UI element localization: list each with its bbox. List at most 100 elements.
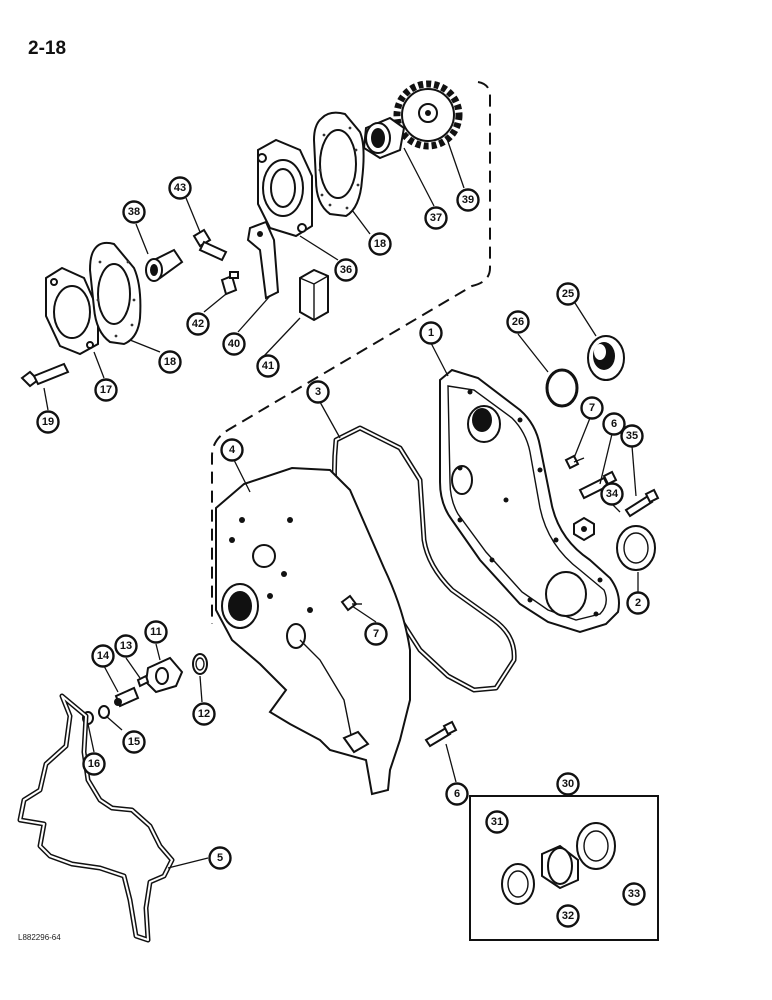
callout-38: 38: [122, 200, 146, 224]
callout-42: 42: [186, 312, 210, 336]
bolt-6-upper: [578, 470, 618, 500]
ring-12: [192, 653, 208, 675]
idler-housing: [257, 138, 313, 238]
leader-lines: [43, 135, 639, 869]
nut-34: [573, 516, 595, 542]
callout-35: 35: [620, 424, 644, 448]
seal-2: [616, 525, 656, 571]
cover-plate: [45, 266, 99, 356]
svg-text:17: 17: [100, 384, 112, 396]
callout-13: 13: [114, 634, 138, 658]
svg-text:1: 1: [428, 327, 434, 339]
svg-text:3: 3: [315, 386, 321, 398]
callout-18-upper: 18: [368, 232, 392, 256]
callout-34: 34: [600, 482, 624, 506]
gasket-lower: [88, 241, 142, 346]
gear-housing: [215, 466, 411, 796]
callout-31: 31: [485, 810, 509, 834]
callout-37: 37: [424, 206, 448, 230]
svg-text:5: 5: [217, 852, 223, 864]
svg-text:43: 43: [174, 182, 186, 194]
svg-text:25: 25: [562, 288, 574, 300]
svg-text:38: 38: [128, 206, 140, 218]
svg-text:41: 41: [262, 360, 274, 372]
callout-18-lower: 18: [158, 350, 182, 374]
callout-32: 32: [556, 904, 580, 928]
svg-text:39: 39: [462, 194, 474, 206]
svg-text:2: 2: [635, 597, 641, 609]
idler-gear: [393, 80, 463, 150]
svg-text:31: 31: [491, 816, 503, 828]
plug-14: [114, 686, 140, 708]
callout-12: 12: [192, 702, 216, 726]
bushing: [362, 116, 406, 160]
svg-text:36: 36: [340, 264, 352, 276]
callout-5: 5: [208, 846, 232, 870]
callout-19: 19: [36, 410, 60, 434]
svg-text:42: 42: [192, 318, 204, 330]
svg-text:19: 19: [42, 416, 54, 428]
bracket: [246, 220, 280, 300]
callout-40: 40: [222, 332, 246, 356]
svg-text:6: 6: [454, 788, 460, 800]
svg-text:6: 6: [611, 418, 617, 430]
callout-41: 41: [256, 354, 280, 378]
callout-16: 16: [82, 752, 106, 776]
callout-26: 26: [506, 310, 530, 334]
bolt-35: [624, 488, 660, 518]
svg-text:7: 7: [373, 628, 379, 640]
svg-text:13: 13: [120, 640, 132, 652]
svg-text:37: 37: [430, 212, 442, 224]
callout-15: 15: [122, 730, 146, 754]
fitting: [220, 271, 239, 296]
callout-33: 33: [622, 882, 646, 906]
svg-text:30: 30: [562, 778, 574, 790]
housing-gasket: [17, 693, 175, 943]
front-cover: [439, 368, 620, 634]
seal-kit-box: [469, 795, 659, 941]
callout-43: 43: [168, 176, 192, 200]
svg-text:18: 18: [374, 238, 386, 250]
gasket-upper: [312, 111, 365, 218]
seal-33: [576, 822, 616, 870]
svg-text:12: 12: [198, 708, 210, 720]
sleeve-32: [541, 844, 579, 890]
washer-15: [98, 705, 110, 719]
callout-6-upper: 6: [602, 412, 626, 436]
callout-30: 30: [556, 772, 580, 796]
thermostat-housing: [144, 656, 184, 694]
svg-text:11: 11: [150, 626, 162, 638]
drawing-id: L882296-64: [18, 933, 61, 942]
svg-text:4: 4: [229, 444, 236, 456]
seal-31: [501, 863, 535, 905]
assembly-group-outline: [211, 81, 491, 624]
bolt-6-lower: [424, 720, 458, 748]
svg-text:32: 32: [562, 910, 574, 922]
callout-39: 39: [456, 188, 480, 212]
shaft-pin: [145, 248, 184, 282]
svg-text:35: 35: [626, 430, 638, 442]
svg-text:14: 14: [97, 650, 110, 662]
page-number: 2-18: [28, 38, 67, 59]
screw-7-upper: [564, 454, 585, 470]
o-ring: [545, 368, 579, 408]
callout-6-lower: 6: [445, 782, 469, 806]
svg-text:26: 26: [512, 316, 524, 328]
svg-text:7: 7: [589, 402, 595, 414]
callout-2: 2: [626, 591, 650, 615]
spacer-block: [299, 268, 329, 322]
callout-3: 3: [306, 380, 330, 404]
svg-text:34: 34: [606, 488, 619, 500]
svg-text:33: 33: [628, 888, 640, 900]
svg-text:40: 40: [228, 338, 240, 350]
screw-13: [136, 674, 150, 688]
svg-text:15: 15: [128, 736, 140, 748]
oil-seal: [587, 335, 625, 381]
svg-text:16: 16: [88, 758, 100, 770]
callout-7-upper: 7: [580, 396, 604, 420]
callout-11: 11: [144, 620, 168, 644]
gasket-texture: [318, 126, 360, 210]
callout-1: 1: [419, 321, 443, 345]
callout-36: 36: [334, 258, 358, 282]
